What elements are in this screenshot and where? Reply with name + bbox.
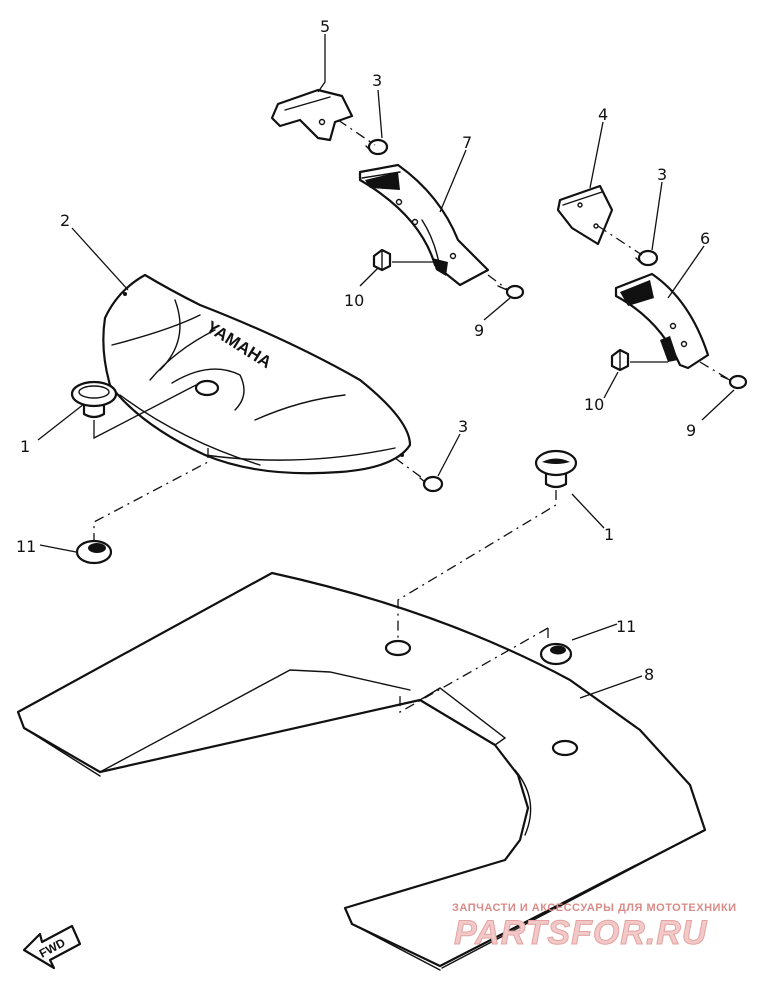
watermark: ЗАПЧАСТИ И АКСЕССУАРЫ ДЛЯ МОТОТЕХНИКИ PA… <box>452 902 737 953</box>
nut-10b <box>610 348 630 372</box>
callout-3-top: 3 <box>372 71 382 90</box>
callout-8: 8 <box>644 665 654 684</box>
callout-1-left: 1 <box>20 437 30 456</box>
callout-6: 6 <box>700 229 710 248</box>
callout-10-top: 10 <box>344 291 364 310</box>
grommet-right <box>534 449 578 489</box>
rubber-mount-left <box>75 539 113 565</box>
fwd-arrow-icon: FWD <box>22 924 82 970</box>
callout-9-right: 9 <box>686 421 696 440</box>
callout-3-cowl: 3 <box>458 417 468 436</box>
bolt-9b <box>720 374 748 390</box>
callout-11-left: 11 <box>16 537 36 556</box>
mat-hole-left <box>384 639 412 657</box>
grommet-left <box>70 380 118 419</box>
guard-part-7 <box>358 163 490 287</box>
callout-9-top: 9 <box>474 321 484 340</box>
callout-7: 7 <box>462 133 472 152</box>
watermark-tagline: ЗАПЧАСТИ И АКСЕССУАРЫ ДЛЯ МОТОТЕХНИКИ <box>452 902 737 914</box>
bracket-part-5 <box>270 88 354 142</box>
rubber-mount-right <box>539 642 573 666</box>
callout-2: 2 <box>60 211 70 230</box>
guard-part-6 <box>614 272 710 370</box>
callout-3-right: 3 <box>657 165 667 184</box>
callout-10-right: 10 <box>584 395 604 414</box>
bolt-9a <box>497 284 525 300</box>
floor-mat-part <box>16 571 707 971</box>
callout-4: 4 <box>598 105 608 124</box>
screw-3c <box>419 475 444 493</box>
screw-3a <box>365 138 389 156</box>
front-cowl-part: YAMAHA <box>102 273 412 475</box>
watermark-site: PARTSFOR.RU <box>454 914 708 952</box>
mat-hole-right <box>551 739 579 757</box>
callout-11-right: 11 <box>616 617 636 636</box>
callout-1-right: 1 <box>604 525 614 544</box>
cowl-hole <box>194 379 220 397</box>
plate-part-4 <box>556 184 614 246</box>
callout-5: 5 <box>320 17 330 36</box>
nut-10a <box>372 248 392 272</box>
screw-3b <box>635 249 659 267</box>
